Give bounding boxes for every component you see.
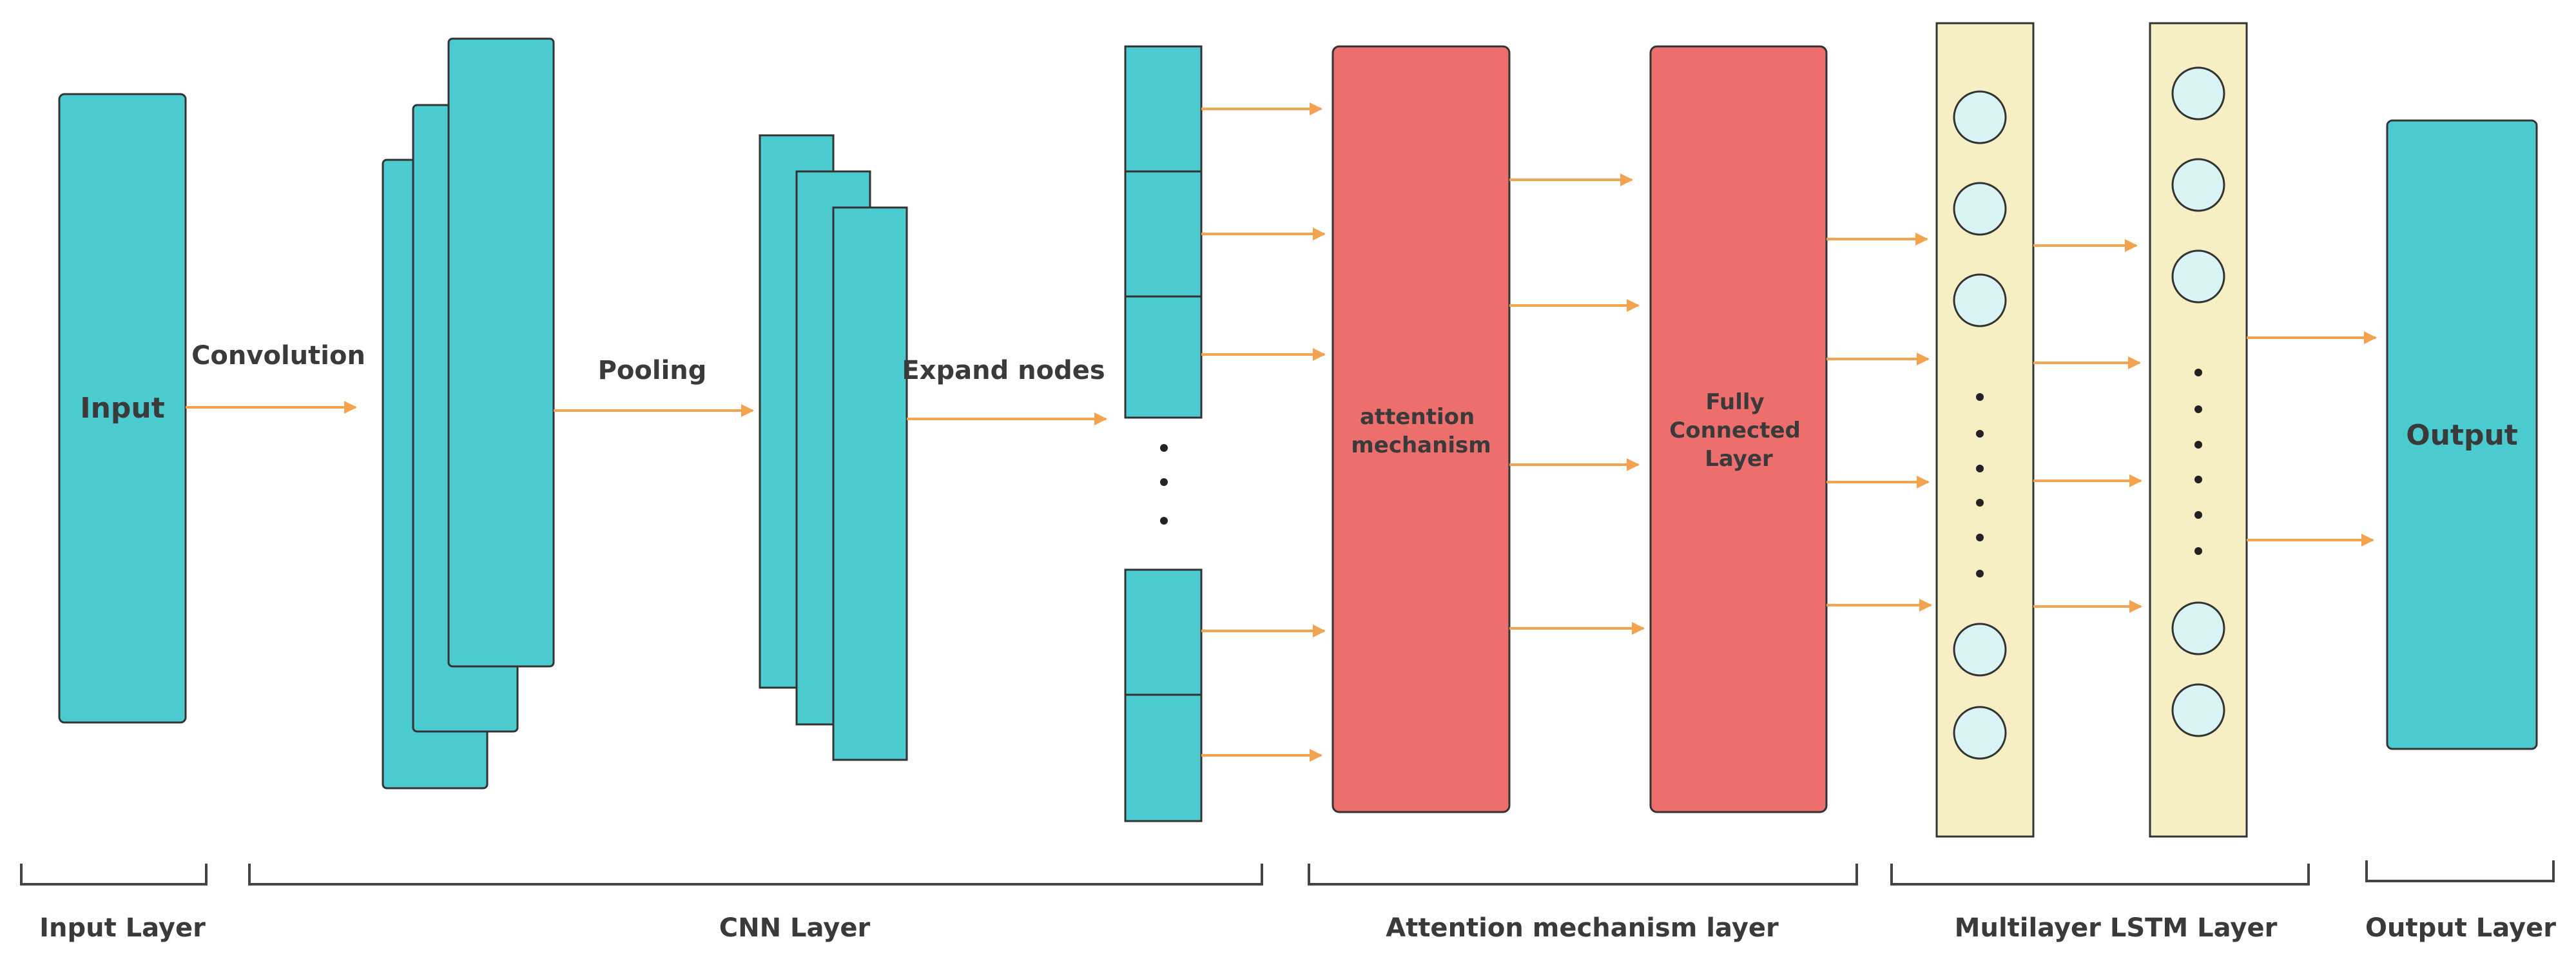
lstm-layer-2-cells	[2171, 66, 2225, 737]
layer-brackets	[20, 860, 2555, 886]
lstm-2-cell-3	[2171, 249, 2225, 304]
bracket-cnn-layer	[248, 864, 1263, 886]
layer-label-cnn: CNN Layer	[719, 913, 871, 943]
layer-label-attention: Attention mechanism layer	[1386, 913, 1779, 943]
output-block	[2386, 119, 2538, 750]
lstm-2-cell-2	[2171, 158, 2225, 212]
attention-label-line-1: attention	[1360, 404, 1475, 430]
expanded-node-ellipsis	[1160, 444, 1168, 525]
lstm-1-cell-2	[1953, 182, 2007, 236]
lstm-layer-1-ellipsis	[1976, 393, 1984, 577]
edge-label-pooling: Pooling	[598, 356, 707, 385]
fully-connected-label-line-3: Layer	[1705, 446, 1773, 472]
layer-label-output: Output Layer	[2365, 913, 2556, 943]
bracket-lstm-layer	[1890, 864, 2310, 886]
attention-block-label: attention mechanism	[1351, 404, 1491, 458]
fully-connected-label-line-1: Fully	[1705, 389, 1764, 415]
fully-connected-block-label: Fully Connected Layer	[1669, 389, 1808, 472]
lstm-2-cell-1	[2171, 66, 2225, 121]
bracket-attention-layer	[1308, 864, 1858, 886]
bracket-output-layer	[2365, 860, 2555, 882]
pool-feature-map-3	[832, 206, 908, 761]
layer-label-input: Input Layer	[39, 913, 206, 943]
expanded-node-5	[1124, 693, 1203, 822]
output-block-label: Output	[2406, 419, 2518, 452]
flow-arrows	[186, 102, 2377, 762]
edge-label-expand-nodes: Expand nodes	[902, 356, 1105, 385]
layer-label-lstm: Multilayer LSTM Layer	[1955, 913, 2278, 943]
expanded-node-2	[1124, 170, 1203, 298]
lstm-layer-2-ellipsis	[2194, 369, 2202, 555]
input-block-label: Input	[80, 392, 165, 425]
lstm-2-cell-5	[2171, 683, 2225, 737]
lstm-1-cell-4	[1953, 623, 2007, 677]
fully-connected-label-line-2: Connected	[1669, 418, 1801, 443]
lstm-layer-1-cells	[1953, 90, 2007, 760]
expanded-node-4	[1124, 568, 1203, 696]
expanded-node-3	[1124, 295, 1203, 419]
lstm-1-cell-3	[1953, 273, 2007, 327]
lstm-2-cell-4	[2171, 601, 2225, 655]
bracket-input-layer	[20, 864, 208, 886]
lstm-1-cell-1	[1953, 90, 2007, 144]
attention-label-line-2: mechanism	[1351, 432, 1491, 458]
expanded-node-1	[1124, 45, 1203, 173]
lstm-1-cell-5	[1953, 706, 2007, 760]
attention-block	[1332, 45, 1511, 813]
fully-connected-block	[1649, 45, 1828, 813]
edge-label-convolution: Convolution	[191, 341, 365, 371]
conv-feature-map-1	[447, 37, 555, 668]
lstm-layer-1	[1935, 22, 2035, 838]
